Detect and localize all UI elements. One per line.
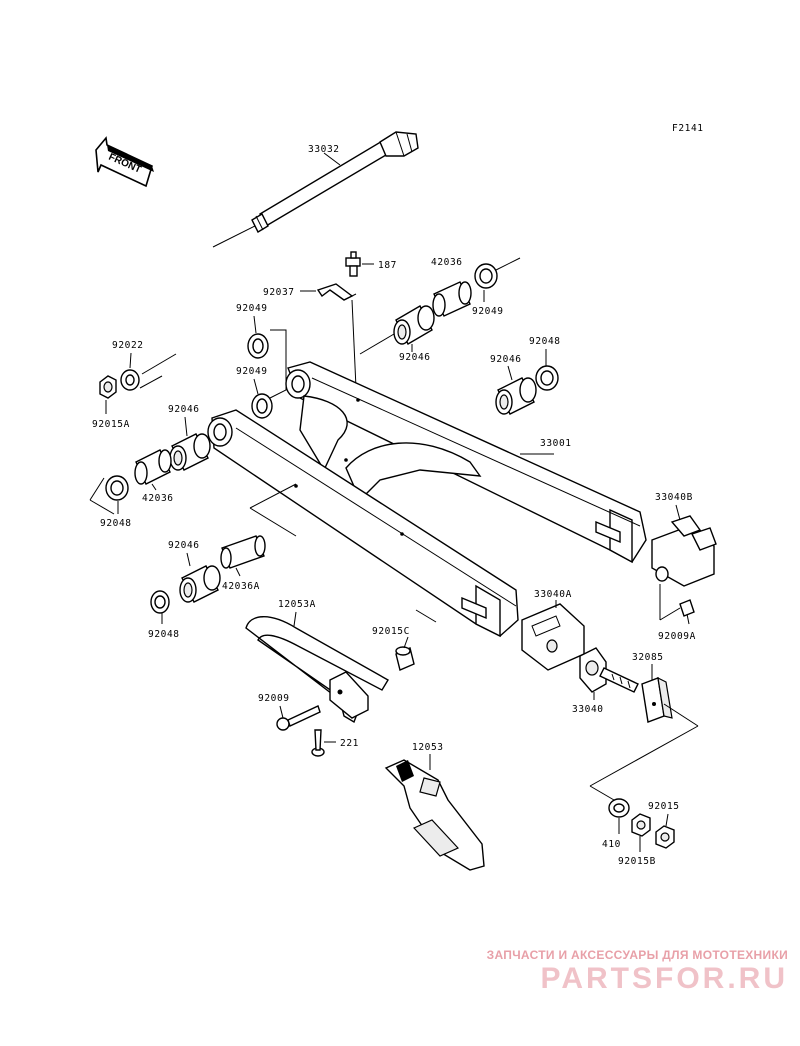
part-92049-seal-top xyxy=(474,263,498,289)
part-221-screw xyxy=(311,729,325,757)
label-33040B: 33040B xyxy=(655,492,693,503)
label-42036A: 42036A xyxy=(222,581,260,592)
part-92009-bolt xyxy=(276,705,321,731)
label-12053: 12053 xyxy=(412,742,444,753)
label-92049-top-right: 92049 xyxy=(472,306,504,317)
label-92009: 92009 xyxy=(258,693,290,704)
part-92037-clip xyxy=(300,283,357,389)
part-92049-seal-left-lower xyxy=(251,393,273,419)
part-92015-nut xyxy=(655,825,675,849)
part-92048-seal-lower xyxy=(150,590,170,614)
part-92046-bearing-right xyxy=(495,377,537,415)
label-92049-left-lower: 92049 xyxy=(236,366,268,377)
part-92046-bearing-left xyxy=(169,433,211,471)
part-92022-washer xyxy=(120,369,140,391)
watermark: ЗАПЧАСТИ И АКСЕССУАРЫ ДЛЯ МОТОТЕХНИКИ PA… xyxy=(487,948,788,996)
part-92046-bearing-lower xyxy=(179,565,221,603)
label-42036-top: 42036 xyxy=(431,257,463,268)
diagram-code: F2141 xyxy=(672,123,704,134)
part-187-bolt xyxy=(345,251,374,277)
part-33032-pivot-shaft xyxy=(212,131,419,248)
label-92015B: 92015B xyxy=(618,856,656,867)
label-92009A: 92009A xyxy=(658,631,696,642)
label-92015: 92015 xyxy=(648,801,680,812)
front-arrow-icon: FRONT xyxy=(95,136,154,188)
part-33001-swingarm xyxy=(207,361,647,638)
label-92046-left: 92046 xyxy=(168,404,200,415)
label-92046-right: 92046 xyxy=(490,354,522,365)
label-92048-left: 92048 xyxy=(100,518,132,529)
part-33040-adjuster xyxy=(579,647,639,693)
label-33001: 33001 xyxy=(540,438,572,449)
label-221: 221 xyxy=(340,738,359,749)
label-33040A: 33040A xyxy=(534,589,572,600)
label-92048-lower: 92048 xyxy=(148,629,180,640)
part-92009A-bolt xyxy=(679,599,695,625)
label-33032: 33032 xyxy=(308,144,340,155)
part-92015B-nut xyxy=(631,813,651,837)
part-32085-stopper xyxy=(641,676,673,723)
label-42036-left: 42036 xyxy=(142,493,174,504)
label-33040: 33040 xyxy=(572,704,604,715)
part-92048-seal-left xyxy=(105,475,129,501)
label-92015C: 92015C xyxy=(372,626,410,637)
label-92037: 92037 xyxy=(263,287,295,298)
label-92049-left-upper: 92049 xyxy=(236,303,268,314)
label-187: 187 xyxy=(378,260,397,271)
part-92048-seal-right xyxy=(535,365,559,391)
label-92046-lower: 92046 xyxy=(168,540,200,551)
label-12053A: 12053A xyxy=(278,599,316,610)
label-92015A: 92015A xyxy=(92,419,130,430)
watermark-brand-logo: PARTSFOR.RU xyxy=(540,962,788,995)
part-92015C-collar xyxy=(395,646,415,671)
part-92046-bearing-top xyxy=(359,305,435,355)
part-42036-collar-top xyxy=(432,281,472,317)
label-92046-top: 92046 xyxy=(399,352,431,363)
part-410-washer xyxy=(608,798,630,818)
label-92048-right: 92048 xyxy=(529,336,561,347)
part-33040B-adjuster-block xyxy=(651,515,717,587)
part-42036A-collar xyxy=(220,535,266,569)
label-32085: 32085 xyxy=(632,652,664,663)
watermark-tagline: ЗАПЧАСТИ И АКСЕССУАРЫ ДЛЯ МОТОТЕХНИКИ xyxy=(486,948,788,962)
part-12053-chain-cover xyxy=(384,759,485,871)
part-33040A-adjuster-block xyxy=(521,603,585,671)
part-92015A-nut xyxy=(99,375,117,399)
label-410: 410 xyxy=(602,839,621,850)
label-92022: 92022 xyxy=(112,340,144,351)
part-92049-seal-left-upper xyxy=(247,333,269,359)
part-12053A-chain-guide xyxy=(245,616,389,724)
part-42036-collar-left xyxy=(134,449,172,485)
